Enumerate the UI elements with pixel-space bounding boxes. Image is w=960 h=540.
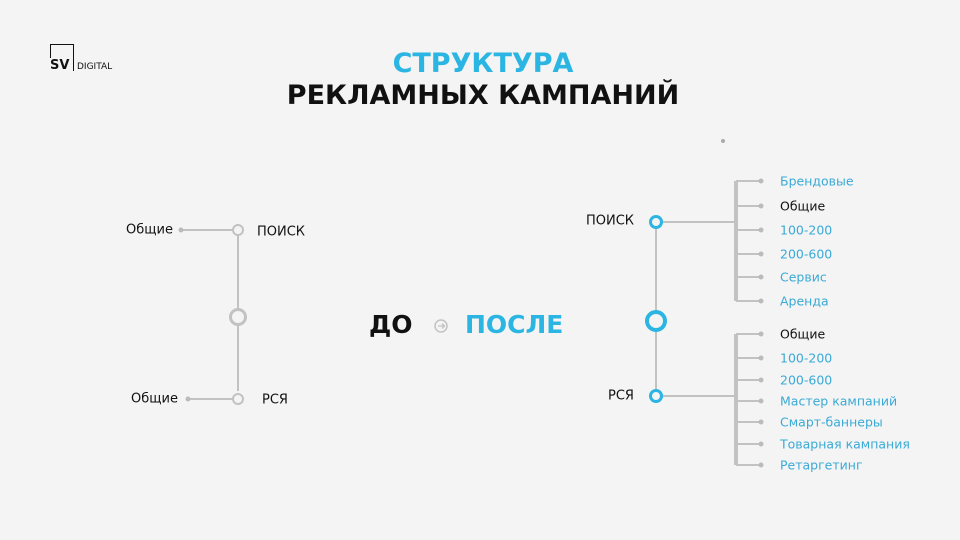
logo-mark: SV [50,58,71,73]
logo-text: DIGITAL [77,62,113,72]
campaign-item: 200-600 [780,372,833,388]
campaign-item: Сервис [780,269,827,285]
branch-dot [758,227,764,233]
branch-dot [758,331,764,337]
campaign-item: Общие [780,198,826,214]
before-top-name: ПОИСК [257,224,306,240]
campaign-item: 100-200 [780,222,833,238]
campaign-item: Смарт-баннеры [780,414,883,430]
before-bottom-child: Общие [131,391,178,407]
campaign-item: Мастер кампаний [780,393,898,409]
before-label: ДО [369,310,413,339]
branch-dot [758,419,764,425]
before-top-child: Общие [126,222,173,238]
branch-dot [758,462,764,468]
before-bottom-name: РСЯ [262,392,288,408]
arrow-right-circle-icon [434,319,448,333]
branch-dot [758,377,764,383]
title-line-1: СТРУКТУРА [392,48,574,79]
branch-dot [758,298,764,304]
after-label: ПОСЛЕ [465,310,564,339]
after-bottom-name: РСЯ [608,388,634,404]
branch-dot [758,398,764,404]
branch-dot [758,178,764,184]
branch-dot [758,203,764,209]
title-line-2: РЕКЛАМНЫХ КАМПАНИЙ [286,80,680,111]
campaign-item: Товарная кампания [780,436,910,452]
branch-dot [758,355,764,361]
campaign-item: Ретаргетинг [780,457,863,473]
branch-dot [758,441,764,447]
campaign-item: Брендовые [780,173,854,189]
campaign-item: Аренда [780,293,829,309]
after-top-name: ПОИСК [586,213,635,229]
campaign-item: Общие [780,326,826,342]
campaign-item: 100-200 [780,350,833,366]
campaign-item: 200-600 [780,246,833,262]
branch-dot [758,274,764,280]
branch-dot [758,251,764,257]
